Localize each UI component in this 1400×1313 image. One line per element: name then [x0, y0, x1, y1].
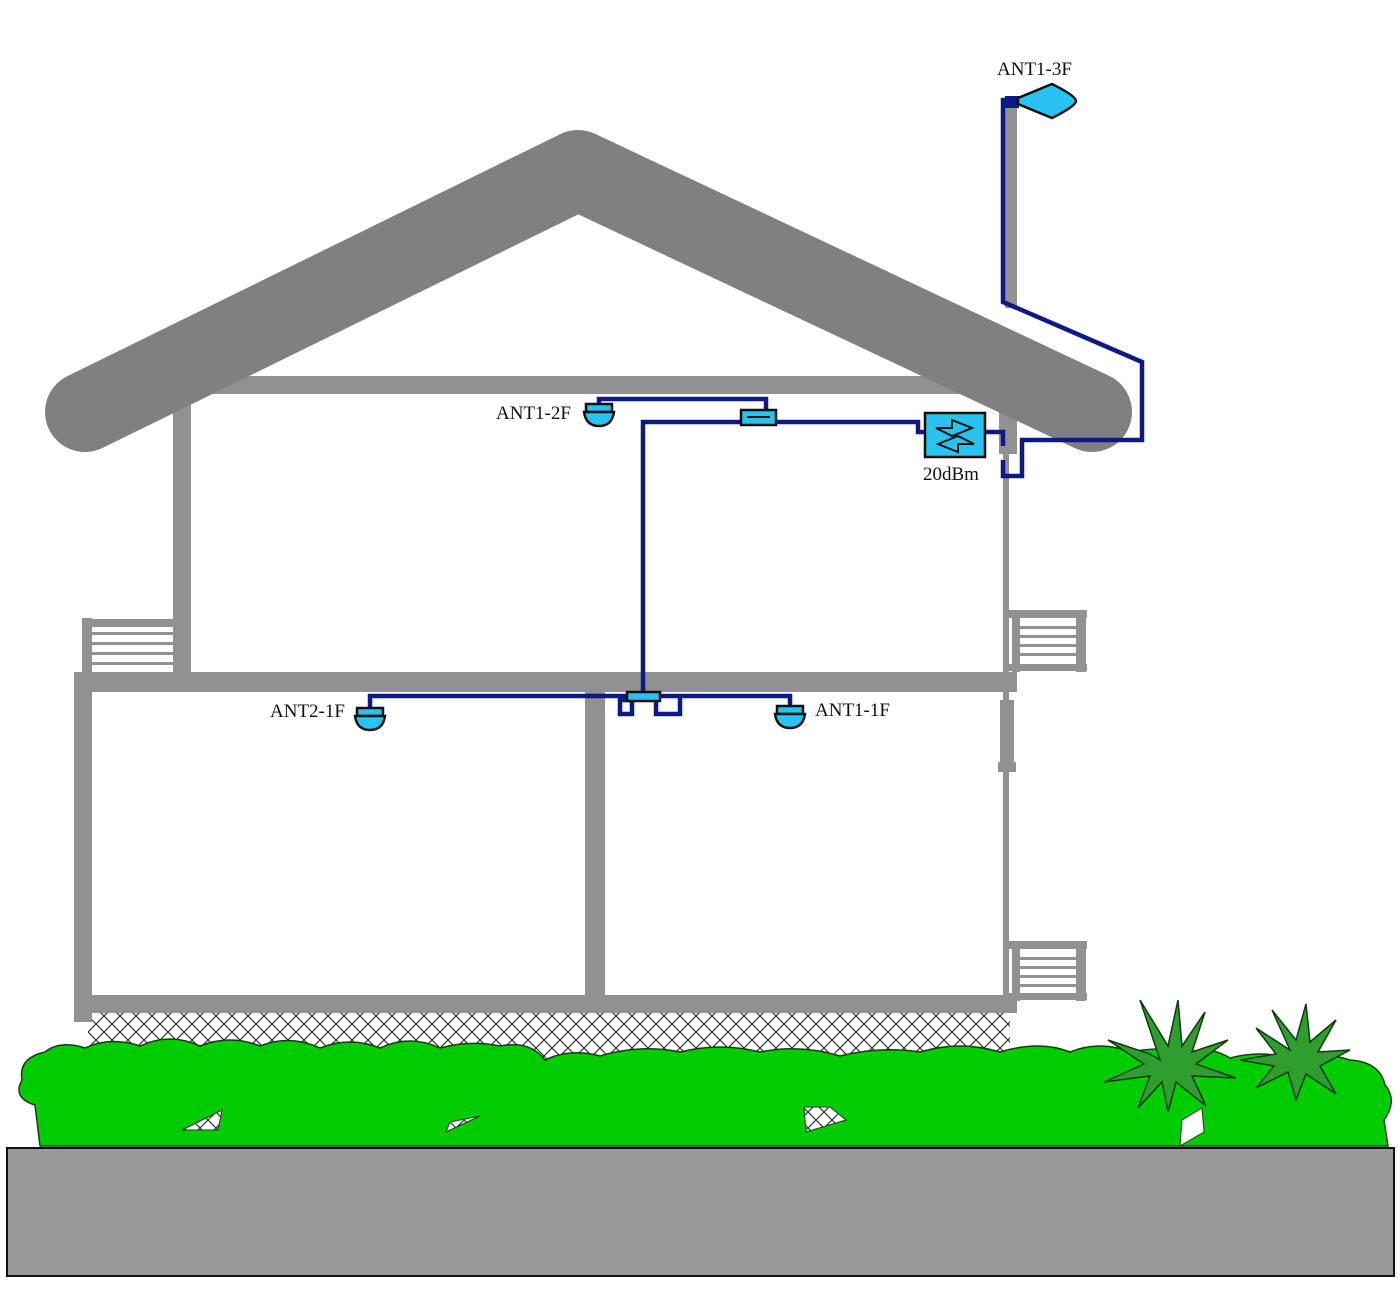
roof	[45, 130, 1132, 452]
house-structure	[74, 108, 1017, 1022]
balcony-railing-right-lower	[1005, 941, 1087, 1001]
antenna-label-1f-right: ANT1-1F	[815, 700, 890, 721]
ceiling-dome-antenna-icon	[773, 704, 807, 730]
power-splitter-icon	[625, 690, 662, 703]
ground-slab	[6, 1147, 1395, 1277]
antenna-label-3f: ANT1-3F	[997, 59, 1072, 80]
bush-gaps	[181, 1106, 1205, 1147]
power-splitter-icon	[739, 408, 778, 427]
bushes	[18, 1038, 1392, 1147]
plant-left	[1103, 999, 1237, 1113]
balcony-railing-right-upper	[1005, 610, 1087, 672]
ceiling-dome-antenna-icon	[582, 402, 616, 428]
antenna-label-1f-left: ANT2-1F	[270, 701, 345, 722]
ceiling-dome-antenna-icon	[353, 706, 387, 732]
plant-right	[1239, 1003, 1351, 1103]
antenna-label-2f: ANT1-2F	[496, 403, 571, 424]
outdoor-directional-antenna-icon	[1005, 82, 1078, 120]
coaxial-cables	[367, 97, 1145, 717]
balcony-railing-left	[82, 618, 188, 674]
amplifier-power-label: 20dBm	[923, 464, 979, 485]
signal-amplifier-icon	[923, 411, 987, 459]
